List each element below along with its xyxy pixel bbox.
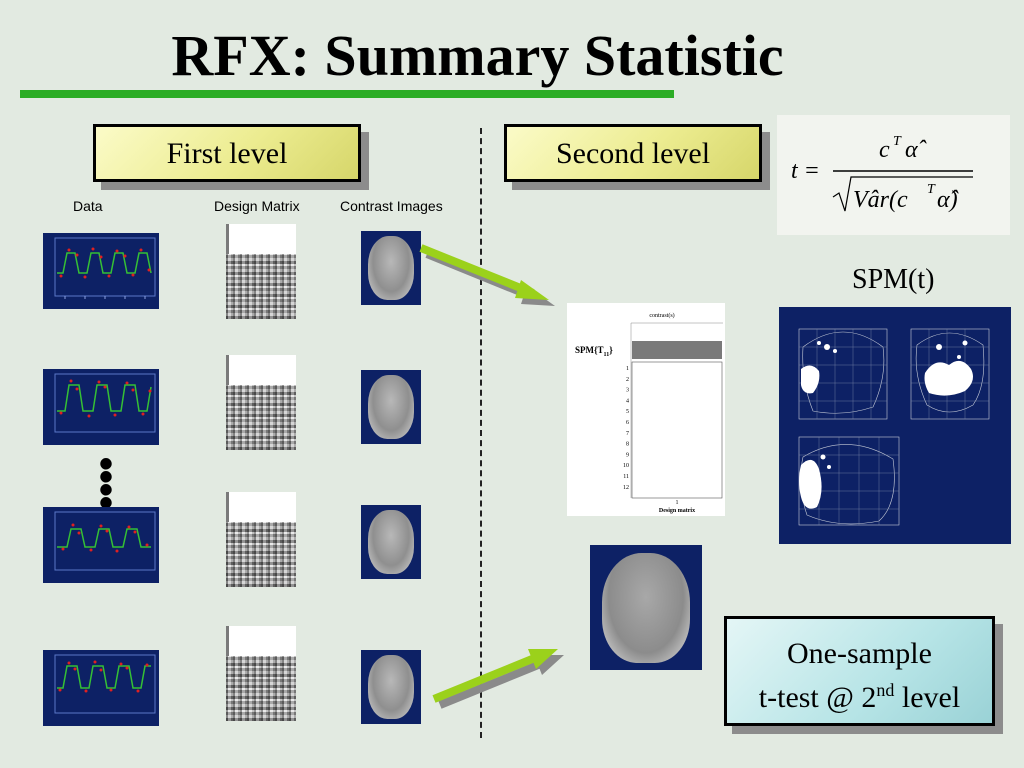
design-row-label: 5	[626, 409, 629, 415]
formula-lhs: t =	[791, 158, 820, 184]
design-matrix-2	[226, 355, 296, 450]
brain-slice-2	[368, 375, 414, 439]
formula-denominator-tail: α̂)	[937, 187, 959, 213]
design-figure-xlabel: Design matrix	[659, 508, 695, 514]
timeseries-graphic-1	[54, 237, 156, 299]
timeseries-graphic-3	[54, 511, 156, 571]
spm-glass-brain	[779, 307, 1011, 544]
design-matrix-3-body	[226, 522, 296, 587]
t-statistic-formula: t = c T α̂ Vâr(c T α̂)	[777, 115, 1010, 235]
design-figure-spm-label: SPM{T11}	[575, 345, 613, 358]
design-matrix-1-body	[226, 254, 296, 319]
formula-denominator-sup: T	[927, 182, 936, 197]
contrast-image-3	[361, 505, 421, 579]
glass-brain-graphic	[798, 328, 990, 526]
design-row-label: 9	[626, 452, 629, 458]
timeseries-graphic-2	[54, 373, 156, 433]
one-sample-ttest-box: One-sample t-test @ 2nd level	[724, 616, 995, 726]
design-row-label: 2	[626, 377, 629, 383]
design-matrix-1-header	[226, 224, 296, 254]
design-row-label: 3	[626, 388, 629, 394]
second-level-box: Second level	[504, 124, 762, 182]
timeseries-plot-3	[43, 507, 159, 583]
design-row-label: 7	[626, 431, 629, 437]
one-sample-line1: One-sample	[787, 637, 932, 670]
brain-slice-1	[368, 236, 414, 300]
design-row-label: 1	[626, 366, 629, 372]
slide-title: RFX: Summary Statistic	[171, 23, 784, 88]
design-row-label: 12	[623, 485, 629, 491]
design-matrix-4-header	[226, 626, 296, 656]
arrow-to-second-level-top	[419, 244, 555, 306]
formula-denominator: Vâr(c	[853, 187, 908, 213]
timeseries-plot-2	[43, 369, 159, 445]
column-label-contrast-images: Contrast Images	[340, 198, 443, 214]
arrow-to-second-level-bottom	[432, 649, 564, 709]
design-figure-header: contrast(s)	[649, 312, 674, 319]
design-figure-col-tick: 1	[676, 500, 679, 506]
contrast-image-4	[361, 650, 421, 724]
design-row-label: 10	[623, 463, 629, 469]
brain-slice-3	[368, 510, 414, 574]
timeseries-graphic-4	[54, 654, 156, 714]
first-level-box: First level	[93, 124, 361, 182]
brain-slice-4	[368, 655, 414, 719]
formula-numerator-alpha: α̂	[905, 137, 927, 163]
design-row-label: 11	[623, 474, 629, 480]
one-sample-line2: t-test @ 2nd level	[758, 680, 961, 714]
timeseries-plot-1	[43, 233, 159, 309]
ellipsis-dots: ••••	[99, 442, 114, 525]
formula-numerator-sup: T	[893, 134, 902, 149]
contrast-image-1	[361, 231, 421, 305]
design-row-label: 4	[626, 398, 629, 404]
design-matrix-3	[226, 492, 296, 587]
design-row-label: 6	[626, 420, 629, 426]
column-label-data: Data	[73, 198, 103, 214]
second-level-contrast-image	[590, 545, 702, 670]
design-matrix-2-body	[226, 385, 296, 450]
column-label-design-matrix: Design Matrix	[214, 198, 300, 214]
design-matrix-3-header	[226, 492, 296, 522]
contrast-image-2	[361, 370, 421, 444]
level-divider	[480, 128, 482, 738]
timeseries-plot-4	[43, 650, 159, 726]
brain-slice-avg	[602, 553, 690, 663]
title-underline	[20, 90, 674, 98]
design-row-label: 8	[626, 442, 629, 448]
design-matrix-4-body	[226, 656, 296, 721]
design-matrix-1	[226, 224, 296, 319]
formula-numerator: c	[879, 137, 890, 163]
design-matrix-2-header	[226, 355, 296, 385]
design-matrix-4	[226, 626, 296, 721]
formula-graphic: t = c T α̂ Vâr(c T α̂)	[791, 134, 973, 213]
spm-t-label: SPM(t)	[852, 264, 935, 295]
